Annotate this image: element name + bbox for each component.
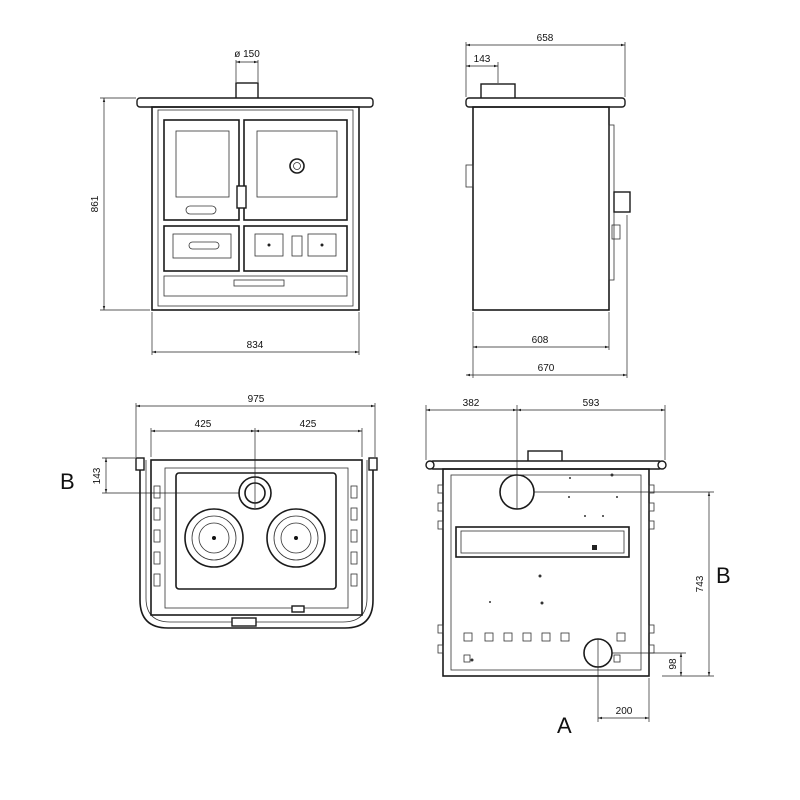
rear-right-offset-label: 593 (583, 398, 600, 409)
storage-door (243, 225, 348, 272)
top-plate (136, 97, 374, 108)
rear-left-offset-label: 382 (463, 398, 480, 409)
top-total-width-label: 975 (248, 394, 265, 405)
side-top-plate (465, 97, 626, 108)
front-view: ø 150 861 834 (90, 49, 374, 355)
side-body-depth-label: 608 (532, 335, 549, 346)
side-view: 658 143 608 670 (465, 33, 631, 378)
thermometer-icon (289, 158, 305, 174)
top-label-b: B (60, 469, 75, 494)
door-handle (236, 185, 247, 209)
front-width-label: 834 (247, 340, 264, 351)
rear-top-plate (429, 460, 663, 470)
rear-back-plate (455, 526, 630, 558)
flue-diameter-label: ø 150 (234, 49, 260, 60)
rear-view: 382 593 743 B 98 200 A (425, 398, 731, 738)
oven-door (243, 119, 348, 221)
rear-inlet-height-label: 98 (668, 658, 679, 670)
firebox-door (163, 119, 240, 221)
flue-pipe (235, 82, 259, 100)
rear-inlet-offset-label: 200 (616, 706, 633, 717)
top-body (150, 459, 363, 616)
rear-label-b: B (716, 563, 731, 588)
top-flue-offset-label: 143 (92, 467, 103, 484)
front-height-label: 861 (90, 195, 101, 212)
top-right-span-label: 425 (300, 419, 317, 430)
side-body (472, 106, 610, 311)
front-body (151, 106, 360, 311)
side-flue (480, 83, 516, 100)
rear-label-a: A (557, 713, 572, 738)
side-handle (613, 191, 631, 213)
side-flue-offset-label: 143 (474, 54, 491, 65)
rear-body (442, 468, 650, 677)
top-left-span-label: 425 (195, 419, 212, 430)
rear-flue-height-label: 743 (695, 575, 706, 592)
cooking-hob (175, 472, 337, 590)
left-hotplate (184, 508, 244, 568)
ash-door (163, 225, 240, 272)
right-hotplate (266, 508, 326, 568)
top-view: 975 425 425 143 B (60, 394, 378, 629)
towel-rail (139, 460, 374, 629)
side-total-depth-label: 658 (537, 33, 554, 44)
side-overall-depth-label: 670 (538, 363, 555, 374)
